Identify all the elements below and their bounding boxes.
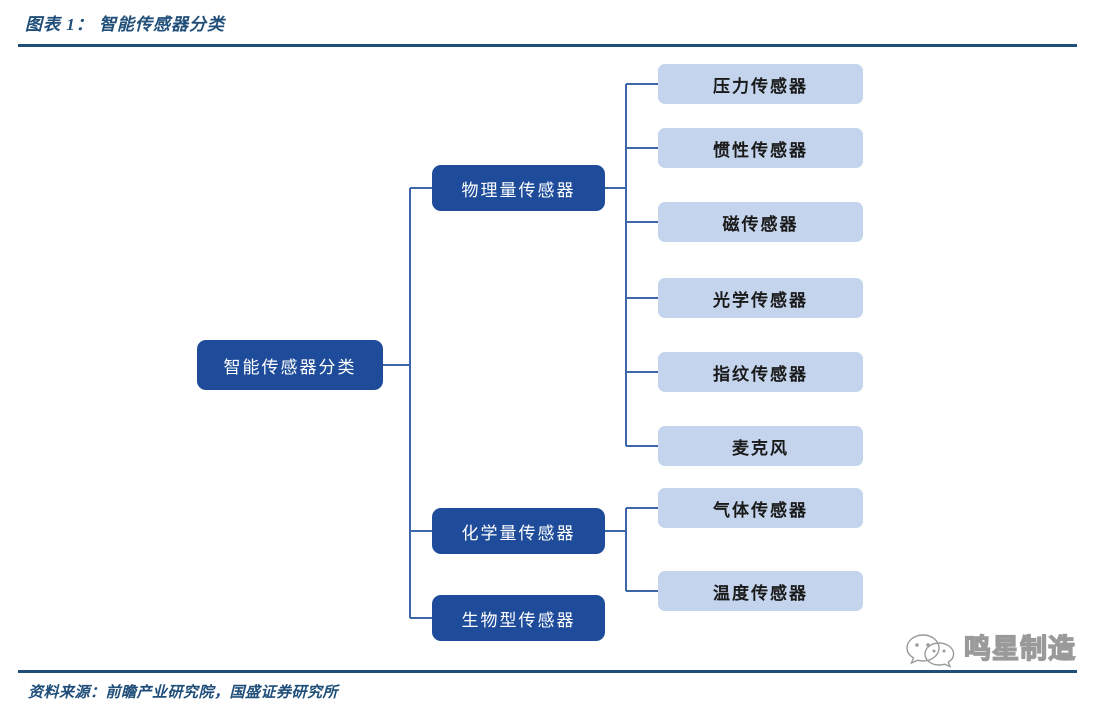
node-leaf-inertial[interactable]: 惯性传感器 (658, 128, 863, 168)
node-leaf-optical[interactable]: 光学传感器 (658, 278, 863, 318)
node-branch-chemical[interactable]: 化学量传感器 (432, 508, 605, 554)
page-title: 图表 1： 智能传感器分类 (25, 15, 225, 34)
node-leaf-pressure[interactable]: 压力传感器 (658, 64, 863, 104)
node-branch-physical[interactable]: 物理量传感器 (432, 165, 605, 211)
node-leaf-gas[interactable]: 气体传感器 (658, 488, 863, 528)
node-leaf-temperature[interactable]: 温度传感器 (658, 571, 863, 611)
node-leaf-microphone[interactable]: 麦克风 (658, 426, 863, 466)
node-branch-biological[interactable]: 生物型传感器 (432, 595, 605, 641)
node-leaf-magnetic[interactable]: 磁传感器 (658, 202, 863, 242)
watermark-text: 鸣星制造 (963, 633, 1076, 664)
header-divider (18, 44, 1077, 47)
node-leaf-fingerprint[interactable]: 指纹传感器 (658, 352, 863, 392)
watermark: 鸣星制造 (905, 626, 1085, 672)
footer-divider (18, 670, 1077, 673)
node-root[interactable]: 智能传感器分类 (197, 340, 383, 390)
source-note: 资料来源：前瞻产业研究院，国盛证券研究所 (28, 685, 339, 701)
wechat-icon (906, 634, 955, 668)
